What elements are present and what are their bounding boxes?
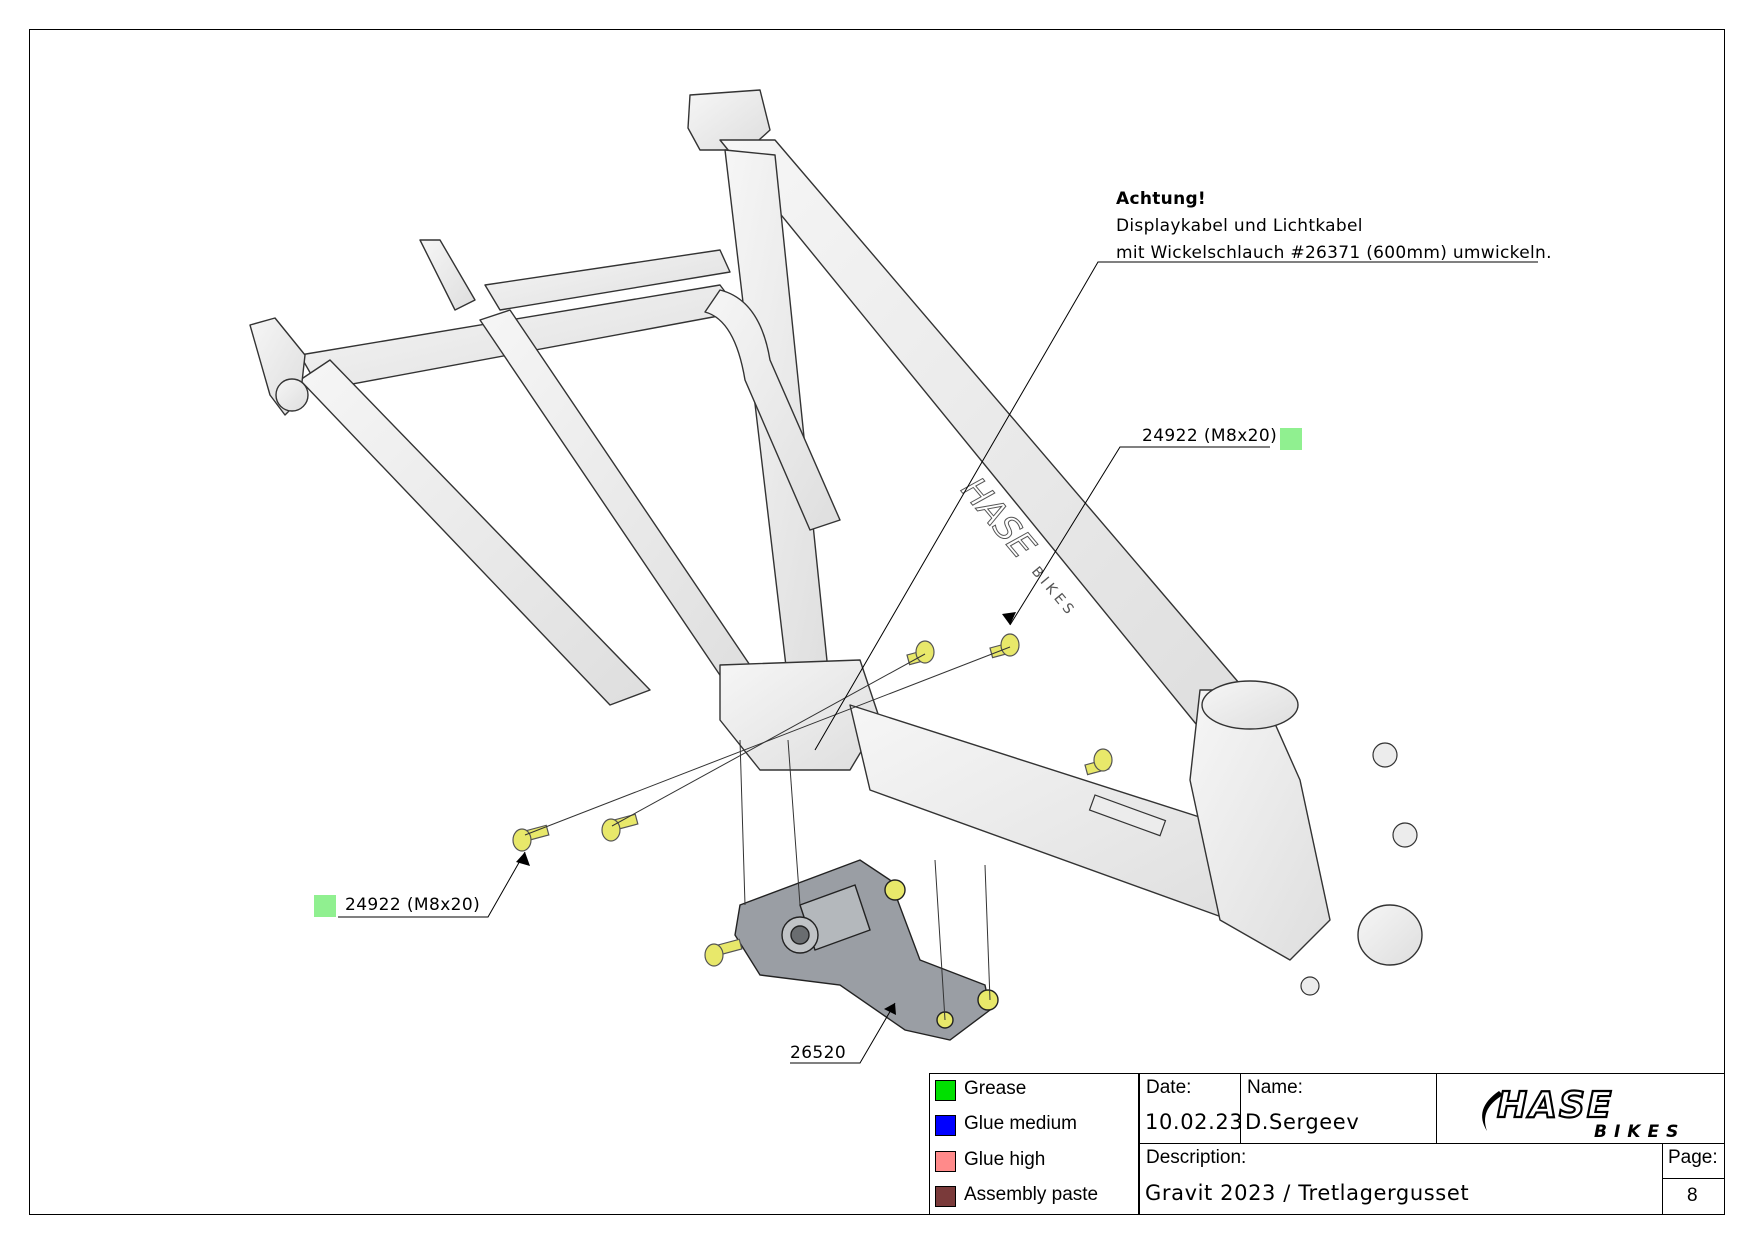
page-label: Page: (1668, 1147, 1718, 1168)
callout-swatch-lower (314, 895, 336, 917)
legend-swatch (935, 1080, 956, 1101)
head-tube-bottom (1357, 904, 1423, 966)
head-tube-top (1201, 680, 1299, 730)
legend-label: Assembly paste (964, 1184, 1099, 1205)
legend-swatch (935, 1115, 956, 1136)
warning-line-2: mit Wickelschlauch #26371 (600mm) umwick… (1116, 243, 1552, 263)
name-label: Name: (1247, 1077, 1303, 1098)
hase-bikes-logo: HASE BIKES (1482, 1084, 1685, 1139)
page-value-cell (1662, 1178, 1725, 1215)
legend-glue-high: Glue high (929, 1144, 1139, 1179)
bolt-4 (989, 633, 1020, 659)
warning-note: Achtung! Displaykabel und Lichtkabel mit… (1116, 186, 1552, 267)
date-label: Date: (1146, 1077, 1192, 1098)
legend-label: Glue high (964, 1149, 1046, 1170)
dropout-upper (419, 239, 476, 311)
chain-stay (479, 309, 761, 691)
warning-line-1: Displaykabel und Lichtkabel (1116, 216, 1363, 236)
drawing-border (29, 29, 1725, 1215)
bolts (512, 633, 1113, 967)
description-label: Description: (1146, 1147, 1247, 1168)
legend-label: Grease (964, 1078, 1027, 1099)
description-value: Gravit 2023 / Tretlagergusset (1145, 1181, 1470, 1205)
callout-bolt-lower: 24922 (M8x20) (345, 895, 481, 915)
seat-stay-upper-2 (484, 249, 731, 311)
bolt-2 (601, 813, 639, 842)
legend-assembly-paste: Assembly paste (929, 1179, 1139, 1214)
assembly-lines (524, 646, 1011, 1021)
front-node (1189, 689, 1331, 961)
bolt-5 (1084, 748, 1113, 776)
leader-arrows (516, 612, 1016, 1015)
legend-label: Glue medium (964, 1113, 1077, 1134)
warning-heading: Achtung! (1116, 189, 1206, 209)
bb-node (719, 659, 881, 771)
logo-sub: BIKES (1594, 1122, 1685, 1139)
name-value: D.Sergeev (1245, 1110, 1360, 1134)
legend-box (929, 1073, 1139, 1215)
title-block: Grease Glue medium Glue high Assembly pa… (929, 1073, 1725, 1215)
bolt-6 (704, 938, 743, 967)
callout-bolt-upper: 24922 (M8x20) (1142, 426, 1278, 446)
callout-gusset: 26520 (790, 1043, 847, 1063)
dropout-hole (275, 378, 309, 412)
logo-main: HASE (1497, 1085, 1614, 1126)
legend-glue-medium: Glue medium (929, 1108, 1139, 1143)
legend-swatch (935, 1151, 956, 1172)
bolt-1 (512, 824, 550, 852)
callout-swatch-upper (1280, 428, 1302, 450)
seat-stay-lower (299, 359, 651, 706)
date-value: 10.02.23 (1145, 1110, 1244, 1134)
gusset-part (734, 859, 999, 1041)
legend-swatch (935, 1186, 956, 1207)
page-value: 8 (1687, 1185, 1698, 1206)
leader-lines (338, 261, 1538, 1064)
curved-top-tube (704, 289, 841, 531)
legend-grease: Grease (929, 1073, 1139, 1108)
